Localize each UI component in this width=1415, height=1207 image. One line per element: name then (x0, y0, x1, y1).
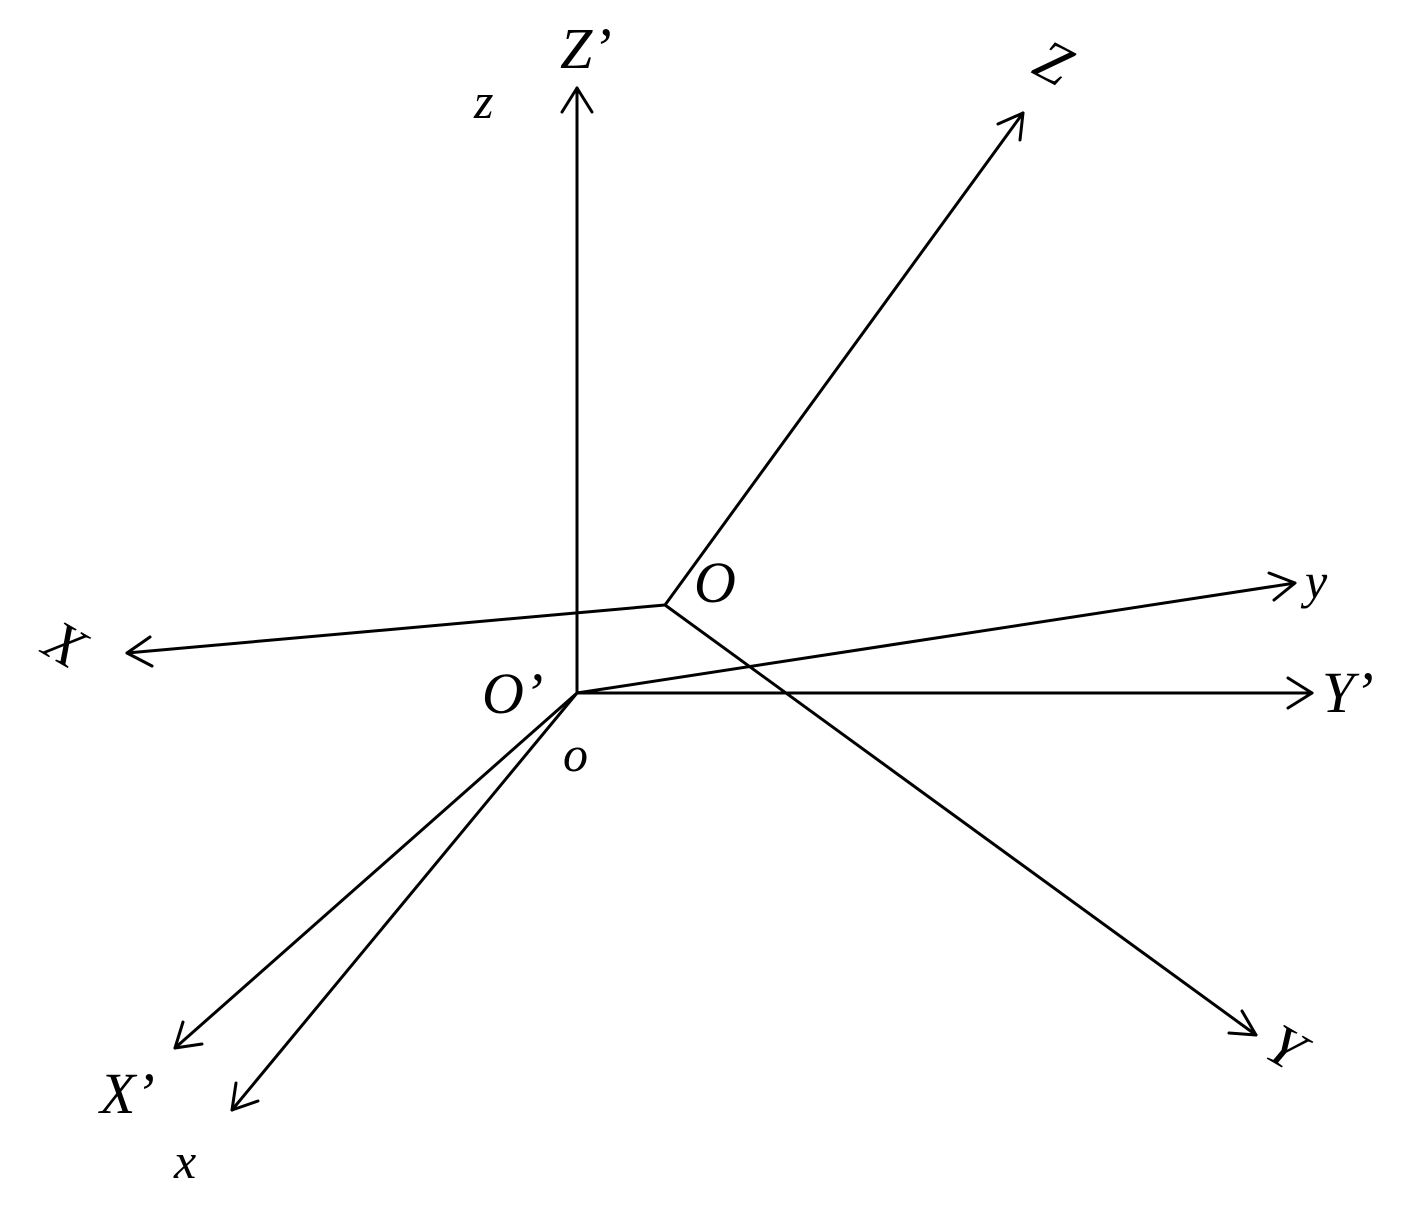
arrowhead-y-prime (1286, 676, 1314, 710)
axis-y-lower (575, 581, 1297, 695)
arrowhead-X-upper (125, 635, 154, 668)
label-X: X (32, 606, 99, 682)
label-Z-prime: Z’ (560, 16, 612, 81)
axis-Y-upper (663, 603, 1258, 1037)
arrowhead-y-lower (1267, 571, 1297, 602)
arrowhead-Z-upper (996, 111, 1025, 142)
label-O: O (694, 550, 736, 615)
label-Z: Z (1024, 26, 1084, 99)
label-y: y (1300, 553, 1328, 609)
label-Y-prime: Y’ (1322, 660, 1374, 725)
axis-x-lower (230, 691, 579, 1112)
arrowhead-x-lower (230, 1081, 260, 1112)
arrowhead-Y-upper (1227, 1009, 1258, 1037)
label-X-prime: X’ (98, 1061, 155, 1126)
label-z: z (473, 73, 493, 129)
arrowhead-z-prime (560, 86, 594, 114)
label-O-prime: O’ (482, 661, 543, 726)
label-o: o (563, 726, 588, 782)
label-x: x (173, 1133, 196, 1189)
axis-x-prime (173, 691, 579, 1050)
axis-Z-upper (663, 111, 1025, 607)
axis-X-upper (125, 603, 667, 655)
label-Y: Y (1256, 1011, 1321, 1086)
arrowhead-x-prime (173, 1020, 204, 1050)
